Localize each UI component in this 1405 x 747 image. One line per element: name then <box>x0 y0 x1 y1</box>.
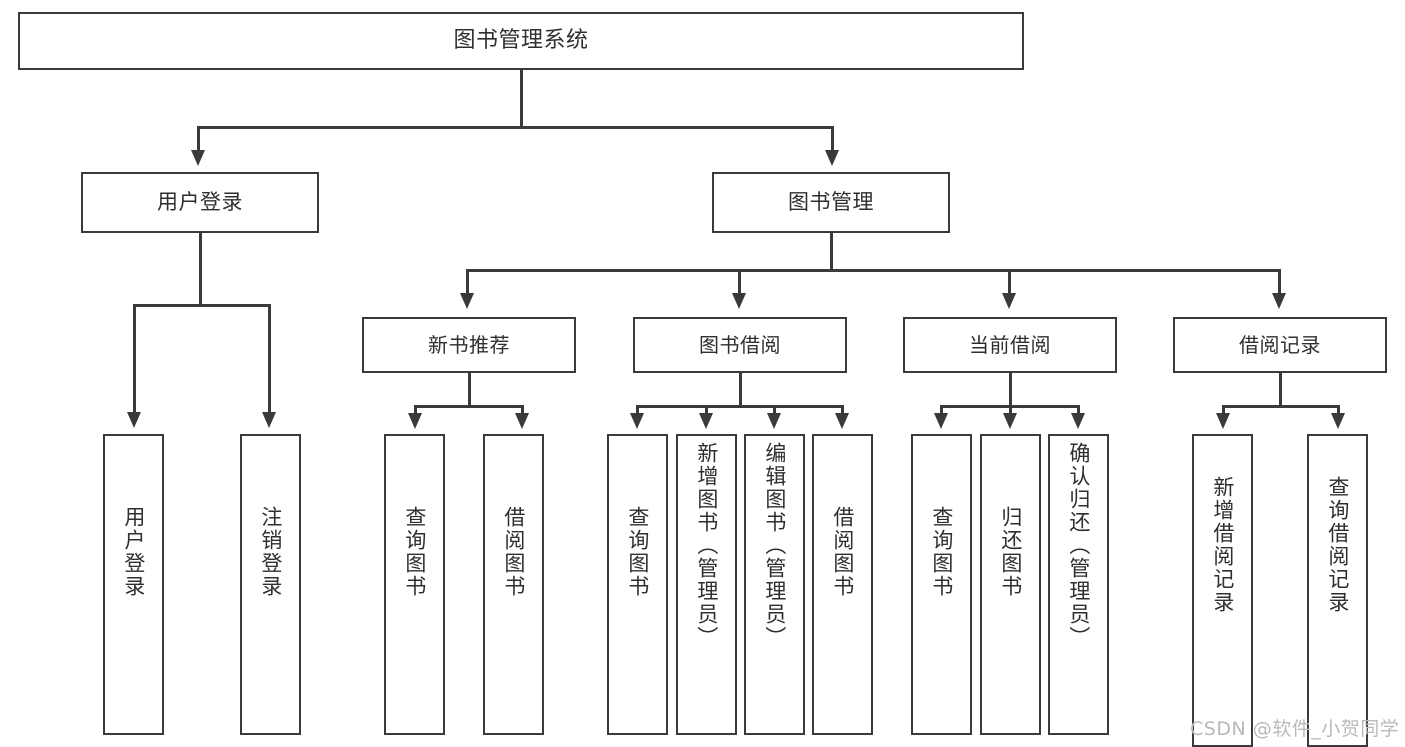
node-label: 新书推荐 <box>428 332 510 357</box>
arrow-leaf-return-book <box>1003 413 1017 429</box>
leaf-label: 查询借阅记录 <box>1325 476 1350 614</box>
edge-bm-drop-book-borrow <box>738 269 741 295</box>
edge-root-bus <box>197 126 833 129</box>
arrow-to-borrow-record <box>1272 293 1286 309</box>
leaf-add-borrow-record[interactable]: 新增借阅记录 <box>1192 434 1253 747</box>
edge-book-management-stem <box>830 233 833 271</box>
edge-root-stem <box>520 70 523 128</box>
edge-bb-drop-2 <box>705 405 708 415</box>
leaf-label: 编辑图书（管理员） <box>762 442 787 649</box>
leaf-label: 新增图书（管理员） <box>694 442 719 649</box>
arrow-leaf-user-login <box>127 412 141 428</box>
edge-new-book-drop-2 <box>521 405 524 415</box>
arrow-to-current-borrow <box>1002 293 1016 309</box>
node-book-borrow[interactable]: 图书借阅 <box>633 317 847 373</box>
node-label: 当前借阅 <box>969 332 1051 357</box>
arrow-to-book-borrow <box>732 293 746 309</box>
arrow-leaf-borrow-book-2 <box>835 413 849 429</box>
arrow-leaf-logout-login <box>262 412 276 428</box>
node-borrow-record[interactable]: 借阅记录 <box>1173 317 1387 373</box>
edge-bm-drop-current-borrow <box>1008 269 1011 295</box>
edge-br-drop-2 <box>1337 405 1340 415</box>
leaf-user-login[interactable]: 用户登录 <box>103 434 164 735</box>
leaf-label: 借阅图书 <box>830 506 855 598</box>
edge-book-management-bus <box>466 269 1280 272</box>
arrow-leaf-add-book-admin <box>699 413 713 429</box>
leaf-label: 查询图书 <box>929 506 954 598</box>
leaf-return-book[interactable]: 归还图书 <box>980 434 1041 735</box>
node-user-login[interactable]: 用户登录 <box>81 172 319 233</box>
leaf-label: 确认归还（管理员） <box>1066 442 1091 649</box>
leaf-borrow-book-1[interactable]: 借阅图书 <box>483 434 544 735</box>
edge-cb-drop-3 <box>1077 405 1080 415</box>
leaf-edit-book-admin[interactable]: 编辑图书（管理员） <box>744 434 805 735</box>
node-label: 借阅记录 <box>1239 332 1321 357</box>
edge-new-book-bus <box>414 405 524 408</box>
watermark-text: CSDN @软件_小贺同学 <box>1190 718 1400 740</box>
leaf-borrow-book-2[interactable]: 借阅图书 <box>812 434 873 735</box>
arrow-leaf-query-book-2 <box>630 413 644 429</box>
edge-root-to-book-management <box>831 126 834 152</box>
leaf-logout-login[interactable]: 注销登录 <box>240 434 301 735</box>
edge-user-login-stem <box>199 233 202 306</box>
leaf-query-book-2[interactable]: 查询图书 <box>607 434 668 735</box>
edge-cb-drop-2 <box>1009 405 1012 415</box>
edge-book-borrow-bus <box>636 405 842 408</box>
arrow-leaf-edit-book-admin <box>767 413 781 429</box>
edge-user-login-drop-2 <box>268 304 271 414</box>
leaf-label: 注销登录 <box>258 506 283 598</box>
leaf-confirm-return-admin[interactable]: 确认归还（管理员） <box>1048 434 1109 735</box>
leaf-label: 归还图书 <box>998 506 1023 598</box>
node-new-book-recommend[interactable]: 新书推荐 <box>362 317 576 373</box>
leaf-query-borrow-record[interactable]: 查询借阅记录 <box>1307 434 1368 747</box>
leaf-query-book-1[interactable]: 查询图书 <box>384 434 445 735</box>
edge-bb-drop-1 <box>636 405 639 415</box>
arrow-to-book-management <box>825 150 839 166</box>
arrow-leaf-borrow-book-1 <box>515 413 529 429</box>
edge-bm-drop-borrow-record <box>1278 269 1281 295</box>
edge-new-book-stem <box>468 373 471 407</box>
arrow-leaf-add-borrow-record <box>1216 413 1230 429</box>
edge-new-book-drop-1 <box>414 405 417 415</box>
edge-current-borrow-stem <box>1009 373 1012 407</box>
leaf-label: 用户登录 <box>121 506 146 598</box>
edge-cb-drop-1 <box>940 405 943 415</box>
arrow-leaf-query-book-1 <box>408 413 422 429</box>
leaf-query-book-3[interactable]: 查询图书 <box>911 434 972 735</box>
node-label: 用户登录 <box>157 190 243 215</box>
arrow-leaf-confirm-return-admin <box>1071 413 1085 429</box>
edge-borrow-record-bus <box>1222 405 1338 408</box>
edge-bb-drop-3 <box>773 405 776 415</box>
arrow-to-user-login <box>191 150 205 166</box>
edge-root-to-user-login <box>197 126 200 152</box>
edge-book-borrow-stem <box>739 373 742 407</box>
edge-borrow-record-stem <box>1279 373 1282 407</box>
leaf-label: 借阅图书 <box>501 506 526 598</box>
arrow-leaf-query-book-3 <box>934 413 948 429</box>
edge-user-login-drop-1 <box>133 304 136 414</box>
node-book-management[interactable]: 图书管理 <box>712 172 950 233</box>
edge-br-drop-1 <box>1222 405 1225 415</box>
arrow-leaf-query-borrow-record <box>1331 413 1345 429</box>
edge-bb-drop-4 <box>841 405 844 415</box>
node-current-borrow[interactable]: 当前借阅 <box>903 317 1117 373</box>
leaf-add-book-admin[interactable]: 新增图书（管理员） <box>676 434 737 735</box>
node-root-system[interactable]: 图书管理系统 <box>18 12 1024 70</box>
node-label: 图书借阅 <box>699 332 781 357</box>
leaf-label: 查询图书 <box>625 506 650 598</box>
leaf-label: 新增借阅记录 <box>1210 476 1235 614</box>
edge-user-login-bus <box>133 304 268 307</box>
node-label: 图书管理 <box>788 190 874 215</box>
edge-bm-drop-new-book <box>466 269 469 295</box>
arrow-to-new-book-recommend <box>460 293 474 309</box>
leaf-label: 查询图书 <box>402 506 427 598</box>
node-label: 图书管理系统 <box>453 28 589 54</box>
